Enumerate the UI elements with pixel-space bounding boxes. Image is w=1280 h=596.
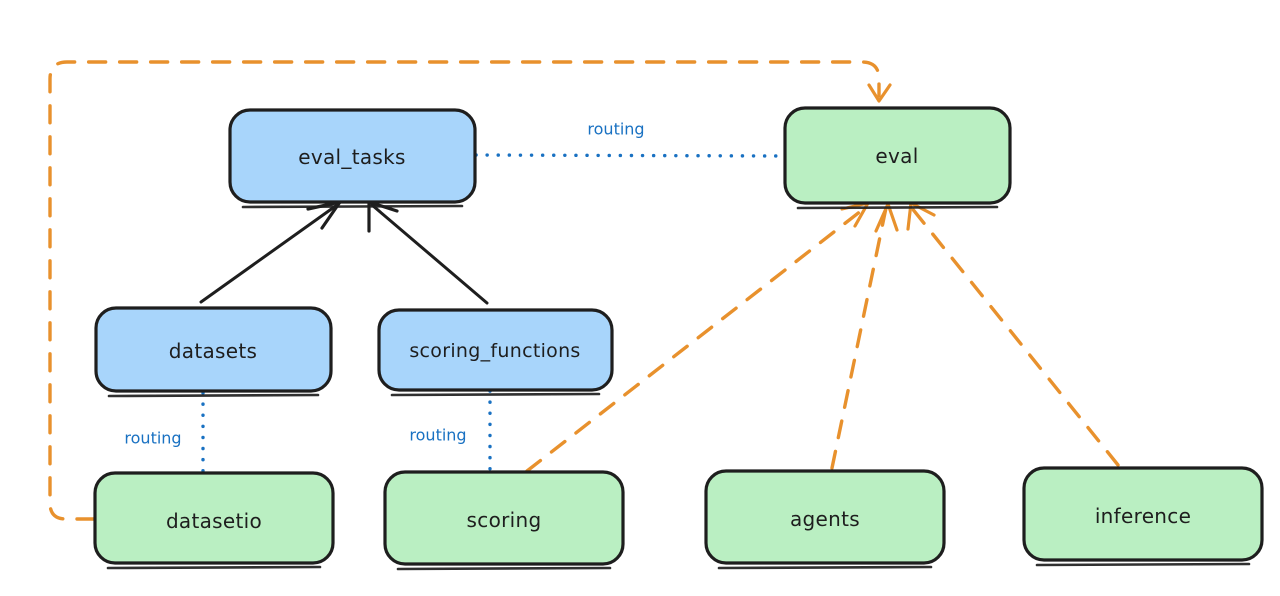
- node-scoring-functions-box: [377, 308, 614, 392]
- node-datasetio-box: [93, 471, 335, 565]
- node-inference[interactable]: inference: [1022, 466, 1264, 567]
- node-datasets-shadow: [107, 393, 320, 398]
- nodes-group: eval_tasks eval datasets scoring_functio…: [93, 106, 1264, 571]
- edge-scoring-eval-path: [525, 205, 868, 473]
- node-inference-shadow: [1035, 562, 1251, 567]
- edge-datasets-eval_tasks-path: [199, 203, 339, 304]
- node-scoring-functions-shadow: [390, 392, 601, 397]
- inherit-edges-group: [199, 200, 489, 305]
- edge-datasetio-eval[interactable]: [48, 60, 892, 521]
- node-scoring-label: scoring: [467, 508, 542, 532]
- node-datasets[interactable]: datasets: [94, 306, 333, 398]
- edge-datasetio-eval-arrowhead: [867, 83, 892, 103]
- node-datasets-label: datasets: [169, 339, 257, 363]
- edge-labels-group: routing routing routing: [124, 120, 644, 448]
- routing-edges-group: [201, 153, 786, 474]
- node-scoring-shadow: [396, 566, 612, 571]
- edge-label-routing-scoring-functions: routing: [409, 426, 466, 445]
- node-agents-shadow: [717, 565, 933, 570]
- edge-inference-eval-path: [909, 205, 1120, 467]
- edge-datasets-eval_tasks[interactable]: [199, 200, 342, 304]
- node-eval-tasks[interactable]: eval_tasks: [228, 108, 477, 209]
- edge-scoring_functions-eval_tasks[interactable]: [367, 200, 489, 305]
- node-inference-box: [1022, 466, 1264, 562]
- edge-label-routing-eval-tasks: routing: [587, 120, 644, 139]
- node-agents-box: [704, 469, 946, 565]
- node-agents-label: agents: [790, 507, 860, 531]
- node-datasets-box: [94, 306, 333, 393]
- node-scoring[interactable]: scoring: [383, 470, 625, 571]
- node-scoring-box: [383, 470, 625, 566]
- node-eval-shadow: [796, 205, 999, 210]
- edge-label-routing-datasets: routing: [124, 429, 181, 448]
- edge-scoring_functions-eval_tasks-path: [370, 203, 489, 305]
- edge-datasetio-eval-path: [48, 60, 881, 521]
- node-datasetio[interactable]: datasetio: [93, 471, 335, 570]
- node-eval-box: [783, 106, 1012, 205]
- node-datasetio-label: datasetio: [166, 509, 262, 533]
- edge-agents-eval-path: [830, 206, 888, 470]
- node-eval-label: eval: [875, 144, 918, 168]
- edge-inference-eval[interactable]: [906, 201, 1120, 467]
- dependency-edges-group: [48, 60, 1120, 521]
- edge-eval_tasks-eval[interactable]: [474, 153, 786, 158]
- node-eval[interactable]: eval: [783, 106, 1012, 210]
- node-agents[interactable]: agents: [704, 469, 946, 570]
- edge-eval_tasks-eval-path: [474, 153, 786, 158]
- node-eval-tasks-box: [228, 108, 477, 204]
- node-scoring-functions[interactable]: scoring_functions: [377, 308, 614, 397]
- edge-agents-eval[interactable]: [830, 202, 899, 470]
- node-eval-tasks-label: eval_tasks: [298, 145, 405, 169]
- node-scoring-functions-label: scoring_functions: [409, 340, 580, 362]
- node-inference-label: inference: [1095, 504, 1191, 528]
- node-datasetio-shadow: [106, 565, 322, 570]
- node-eval-tasks-shadow: [241, 204, 464, 209]
